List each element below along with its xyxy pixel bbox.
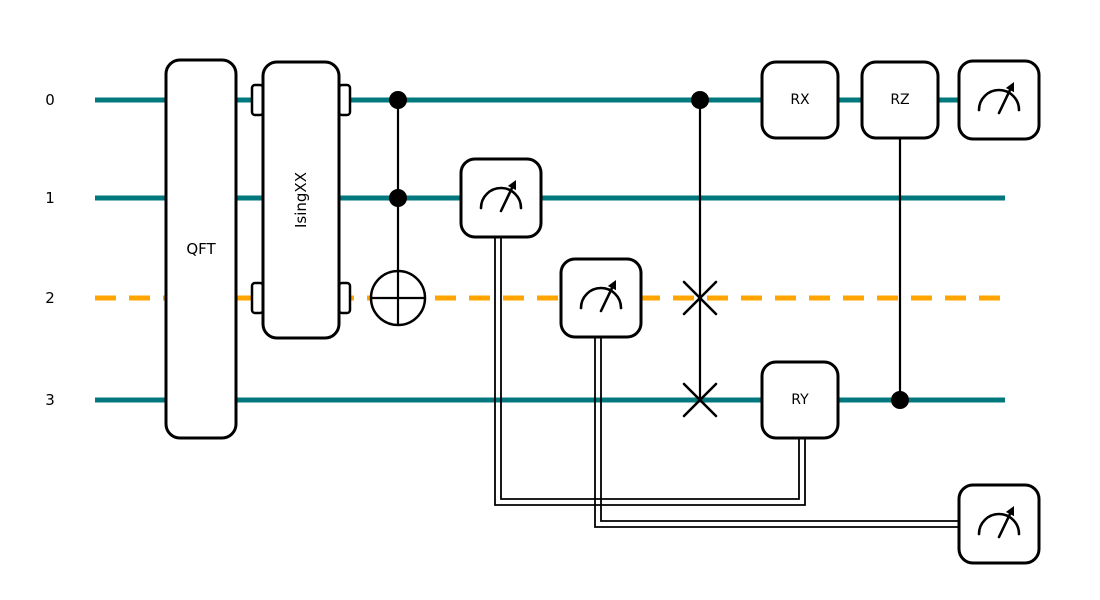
qft-gate: QFT bbox=[164, 58, 238, 440]
classical-wire-meas1-to-ry-inner bbox=[500, 237, 800, 500]
rz-box bbox=[860, 60, 940, 140]
swap-cross-wire3-b bbox=[682, 382, 718, 418]
ry-label: RY bbox=[791, 392, 809, 408]
wire-labels: 0 1 2 3 bbox=[45, 91, 55, 409]
control-dot-wire1 bbox=[389, 189, 407, 207]
ry-box bbox=[760, 360, 840, 440]
cswap-gate bbox=[682, 91, 718, 418]
isingxx-notch-left-wire2 bbox=[250, 281, 265, 315]
isingxx-gate: IsingXX bbox=[250, 60, 352, 340]
isingxx-label: IsingXX bbox=[292, 172, 310, 228]
classical-wires bbox=[494, 237, 959, 528]
measurement-icon-wire-0 bbox=[957, 59, 1041, 141]
control-dot-wire0 bbox=[389, 91, 407, 109]
isingxx-notch-right-wire0 bbox=[337, 83, 352, 117]
crz-control-dot bbox=[891, 391, 909, 409]
rx-gate: RX bbox=[760, 60, 840, 140]
quantum-connectors bbox=[396, 100, 902, 400]
rz-label: RZ bbox=[890, 92, 909, 108]
wires bbox=[95, 97, 1005, 403]
isingxx-notch-left-wire0 bbox=[250, 83, 265, 117]
ry-gate: RY bbox=[760, 360, 840, 440]
toffoli-gate bbox=[369, 91, 427, 327]
wire-label-1: 1 bbox=[45, 189, 55, 207]
qft-label: QFT bbox=[186, 240, 216, 258]
rx-box bbox=[760, 60, 840, 140]
measurement-icon-wire-2 bbox=[559, 257, 643, 339]
classical-wire-meas2-to-readout-outer bbox=[594, 337, 959, 528]
isingxx-box bbox=[261, 60, 341, 340]
rx-label: RX bbox=[790, 92, 810, 108]
crz-gate: RZ bbox=[860, 60, 940, 409]
measurement-icon-classical-readout bbox=[957, 483, 1041, 565]
wire-label-3: 3 bbox=[45, 391, 55, 409]
swap-cross-wire2-b bbox=[682, 280, 718, 316]
classical-wire-meas1-to-ry-outer bbox=[494, 237, 806, 506]
cswap-control-dot bbox=[691, 91, 709, 109]
qft-box bbox=[164, 58, 238, 440]
wire-label-2: 2 bbox=[45, 289, 55, 307]
classical-wire-meas2-to-readout-inner bbox=[600, 337, 959, 522]
isingxx-notch-right-wire2 bbox=[337, 281, 352, 315]
wire-label-0: 0 bbox=[45, 91, 55, 109]
measurement-icon-wire-1 bbox=[459, 157, 543, 239]
